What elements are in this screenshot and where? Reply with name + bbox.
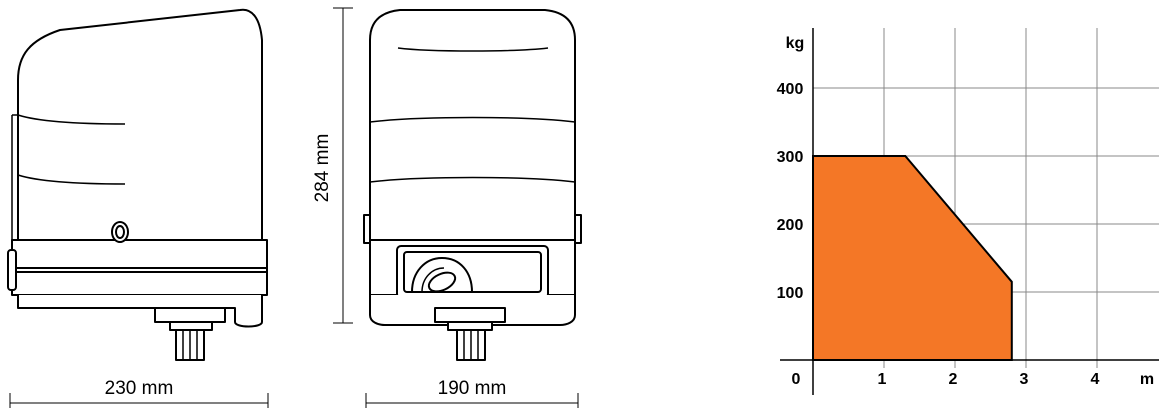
chart-x-tick-label: 2 (949, 371, 958, 388)
chart-y-tick-label: 200 (777, 217, 804, 234)
chart-x-tick-label: 1 (878, 371, 887, 388)
chart-y-tick-label: 300 (777, 149, 804, 166)
height-dimension-line (333, 7, 353, 324)
chart-y-unit-label: kg (786, 35, 805, 52)
front-view-drawing (363, 9, 582, 361)
side-width-dimension-line (9, 393, 269, 408)
side-view-drawing (7, 8, 268, 361)
chart-y-tick-label: 400 (777, 81, 804, 98)
chart-x-tick-label: 4 (1091, 371, 1100, 388)
height-label: 284 mm (312, 134, 333, 203)
side-width-label: 230 mm (105, 378, 174, 399)
load-length-chart: 0 1 2 3 4 100 200 300 400 m kg (777, 28, 1159, 395)
chart-x-tick-labels: 0 1 2 3 4 (792, 371, 1100, 388)
chart-area-series (812, 155, 1013, 361)
chart-x-tick-label: 0 (792, 371, 801, 388)
front-width-label: 190 mm (438, 378, 507, 399)
front-width-dimension-line (365, 393, 579, 408)
chart-x-unit-label: m (1140, 371, 1154, 388)
chart-x-tick-label: 3 (1020, 371, 1029, 388)
chart-y-tick-label: 100 (777, 285, 804, 302)
chart-y-tick-labels: 100 200 300 400 (777, 81, 804, 302)
